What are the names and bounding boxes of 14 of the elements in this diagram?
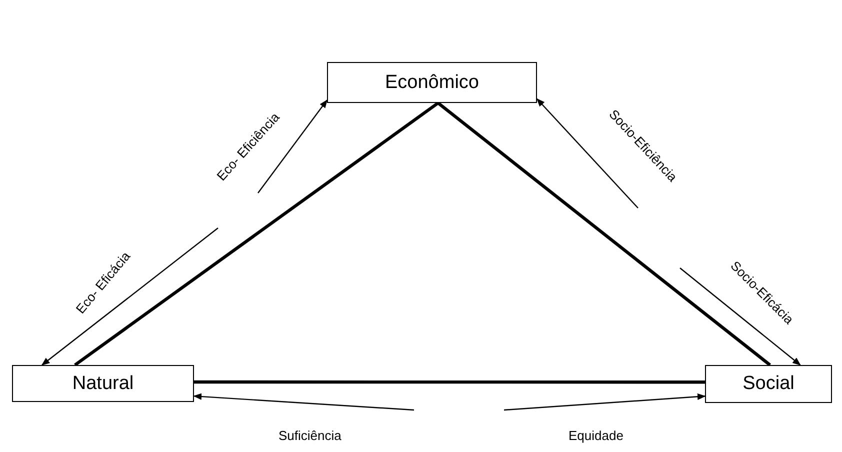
triangle-side-line: [74, 102, 440, 366]
triangle-side-line: [437, 102, 772, 366]
label-box: Natural: [12, 365, 194, 402]
arrow: [41, 228, 218, 366]
edge-label: Equidade: [568, 428, 624, 442]
arrow: [258, 99, 328, 194]
arrow: [504, 393, 706, 411]
edge-label: Suficiência: [278, 428, 342, 442]
label-box: Social: [705, 365, 832, 403]
arrow: [536, 98, 638, 208]
arrow: [680, 268, 801, 366]
triangle-side-line: [194, 380, 705, 384]
arrow: [193, 393, 414, 411]
label-box: Econômico: [327, 62, 537, 103]
